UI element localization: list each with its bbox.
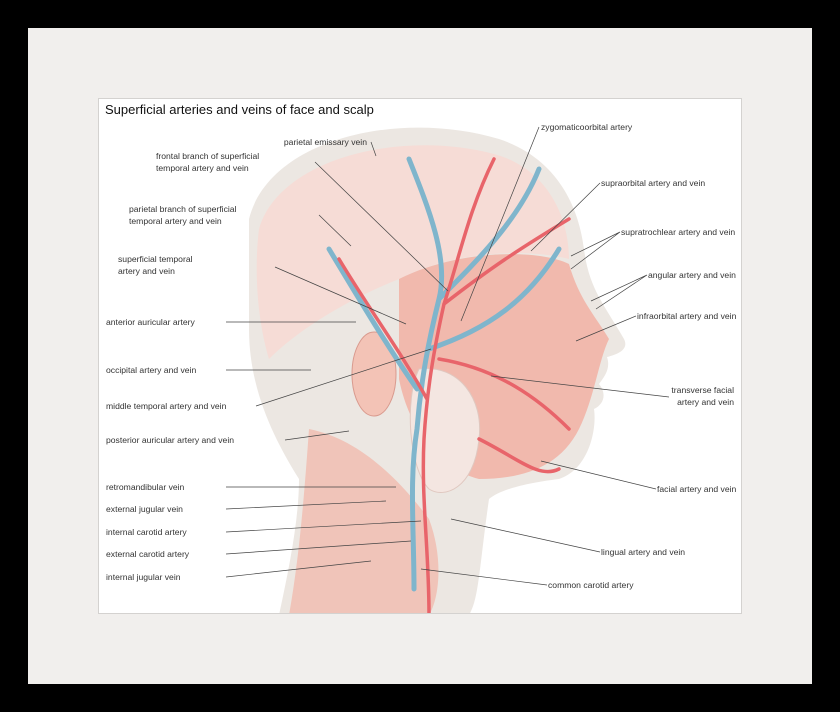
label-facial-artery-vein: facial artery and vein — [657, 484, 737, 494]
label-internal-carotid-artery: internal carotid artery — [106, 527, 187, 537]
label-angular: angular artery and vein — [648, 270, 736, 280]
label-parietal-branch: parietal branch of superficial temporal a… — [129, 203, 236, 227]
label-transverse-facial: transverse facial artery and vein — [671, 384, 734, 408]
label-supraorbital: supraorbital artery and vein — [601, 178, 706, 188]
label-frontal-branch: frontal branch of superficial temporal ar… — [156, 150, 259, 174]
artery-main — [337, 157, 571, 613]
label-zygomaticoorbital-artery: zygomaticoorbital artery — [541, 122, 633, 132]
vein-main — [326, 156, 562, 592]
label-posterior-auricular: posterior auricular artery and vein — [106, 435, 235, 445]
neck — [289, 429, 439, 613]
label-external-carotid-artery: external carotid artery — [106, 549, 190, 559]
diagram-title: Superficial arteries and veins of face a… — [105, 102, 374, 117]
label-superficial-temporal: superficial temporal artery and vein — [118, 253, 193, 277]
label-line: parietal branch of superficial — [129, 204, 237, 214]
label-occipital-artery-vein: occipital artery and vein — [106, 365, 197, 375]
label-lingual-artery-vein: lingual artery and vein — [601, 547, 686, 557]
label-line: superficial temporal — [118, 254, 193, 264]
label-line: transverse facial — [671, 385, 734, 395]
label-line: temporal artery and vein — [156, 163, 249, 173]
label-common-carotid-artery: common carotid artery — [548, 580, 634, 590]
label-line: artery and vein — [118, 266, 175, 276]
label-line: artery and vein — [677, 397, 734, 407]
label-line: frontal branch of superficial — [156, 151, 260, 161]
diagram-panel: Superficial arteries and veins of face a… — [98, 98, 742, 614]
label-middle-temporal: middle temporal artery and vein — [106, 401, 227, 411]
label-infraorbital: infraorbital artery and vein — [637, 311, 737, 321]
label-internal-jugular-vein: internal jugular vein — [106, 572, 181, 582]
ear — [351, 331, 397, 417]
label-line: temporal artery and vein — [129, 216, 222, 226]
leader-lines — [225, 126, 670, 586]
label-supratrochlear: supratrochlear artery and vein — [621, 227, 736, 237]
label-external-jugular-vein: external jugular vein — [106, 504, 183, 514]
label-anterior-auricular-artery: anterior auricular artery — [106, 317, 195, 327]
head-illustration — [225, 126, 670, 613]
label-retromandibular-vein: retromandibular vein — [106, 482, 185, 492]
scalp — [256, 145, 569, 359]
label-parietal-emissary-vein: parietal emissary vein — [283, 137, 367, 147]
